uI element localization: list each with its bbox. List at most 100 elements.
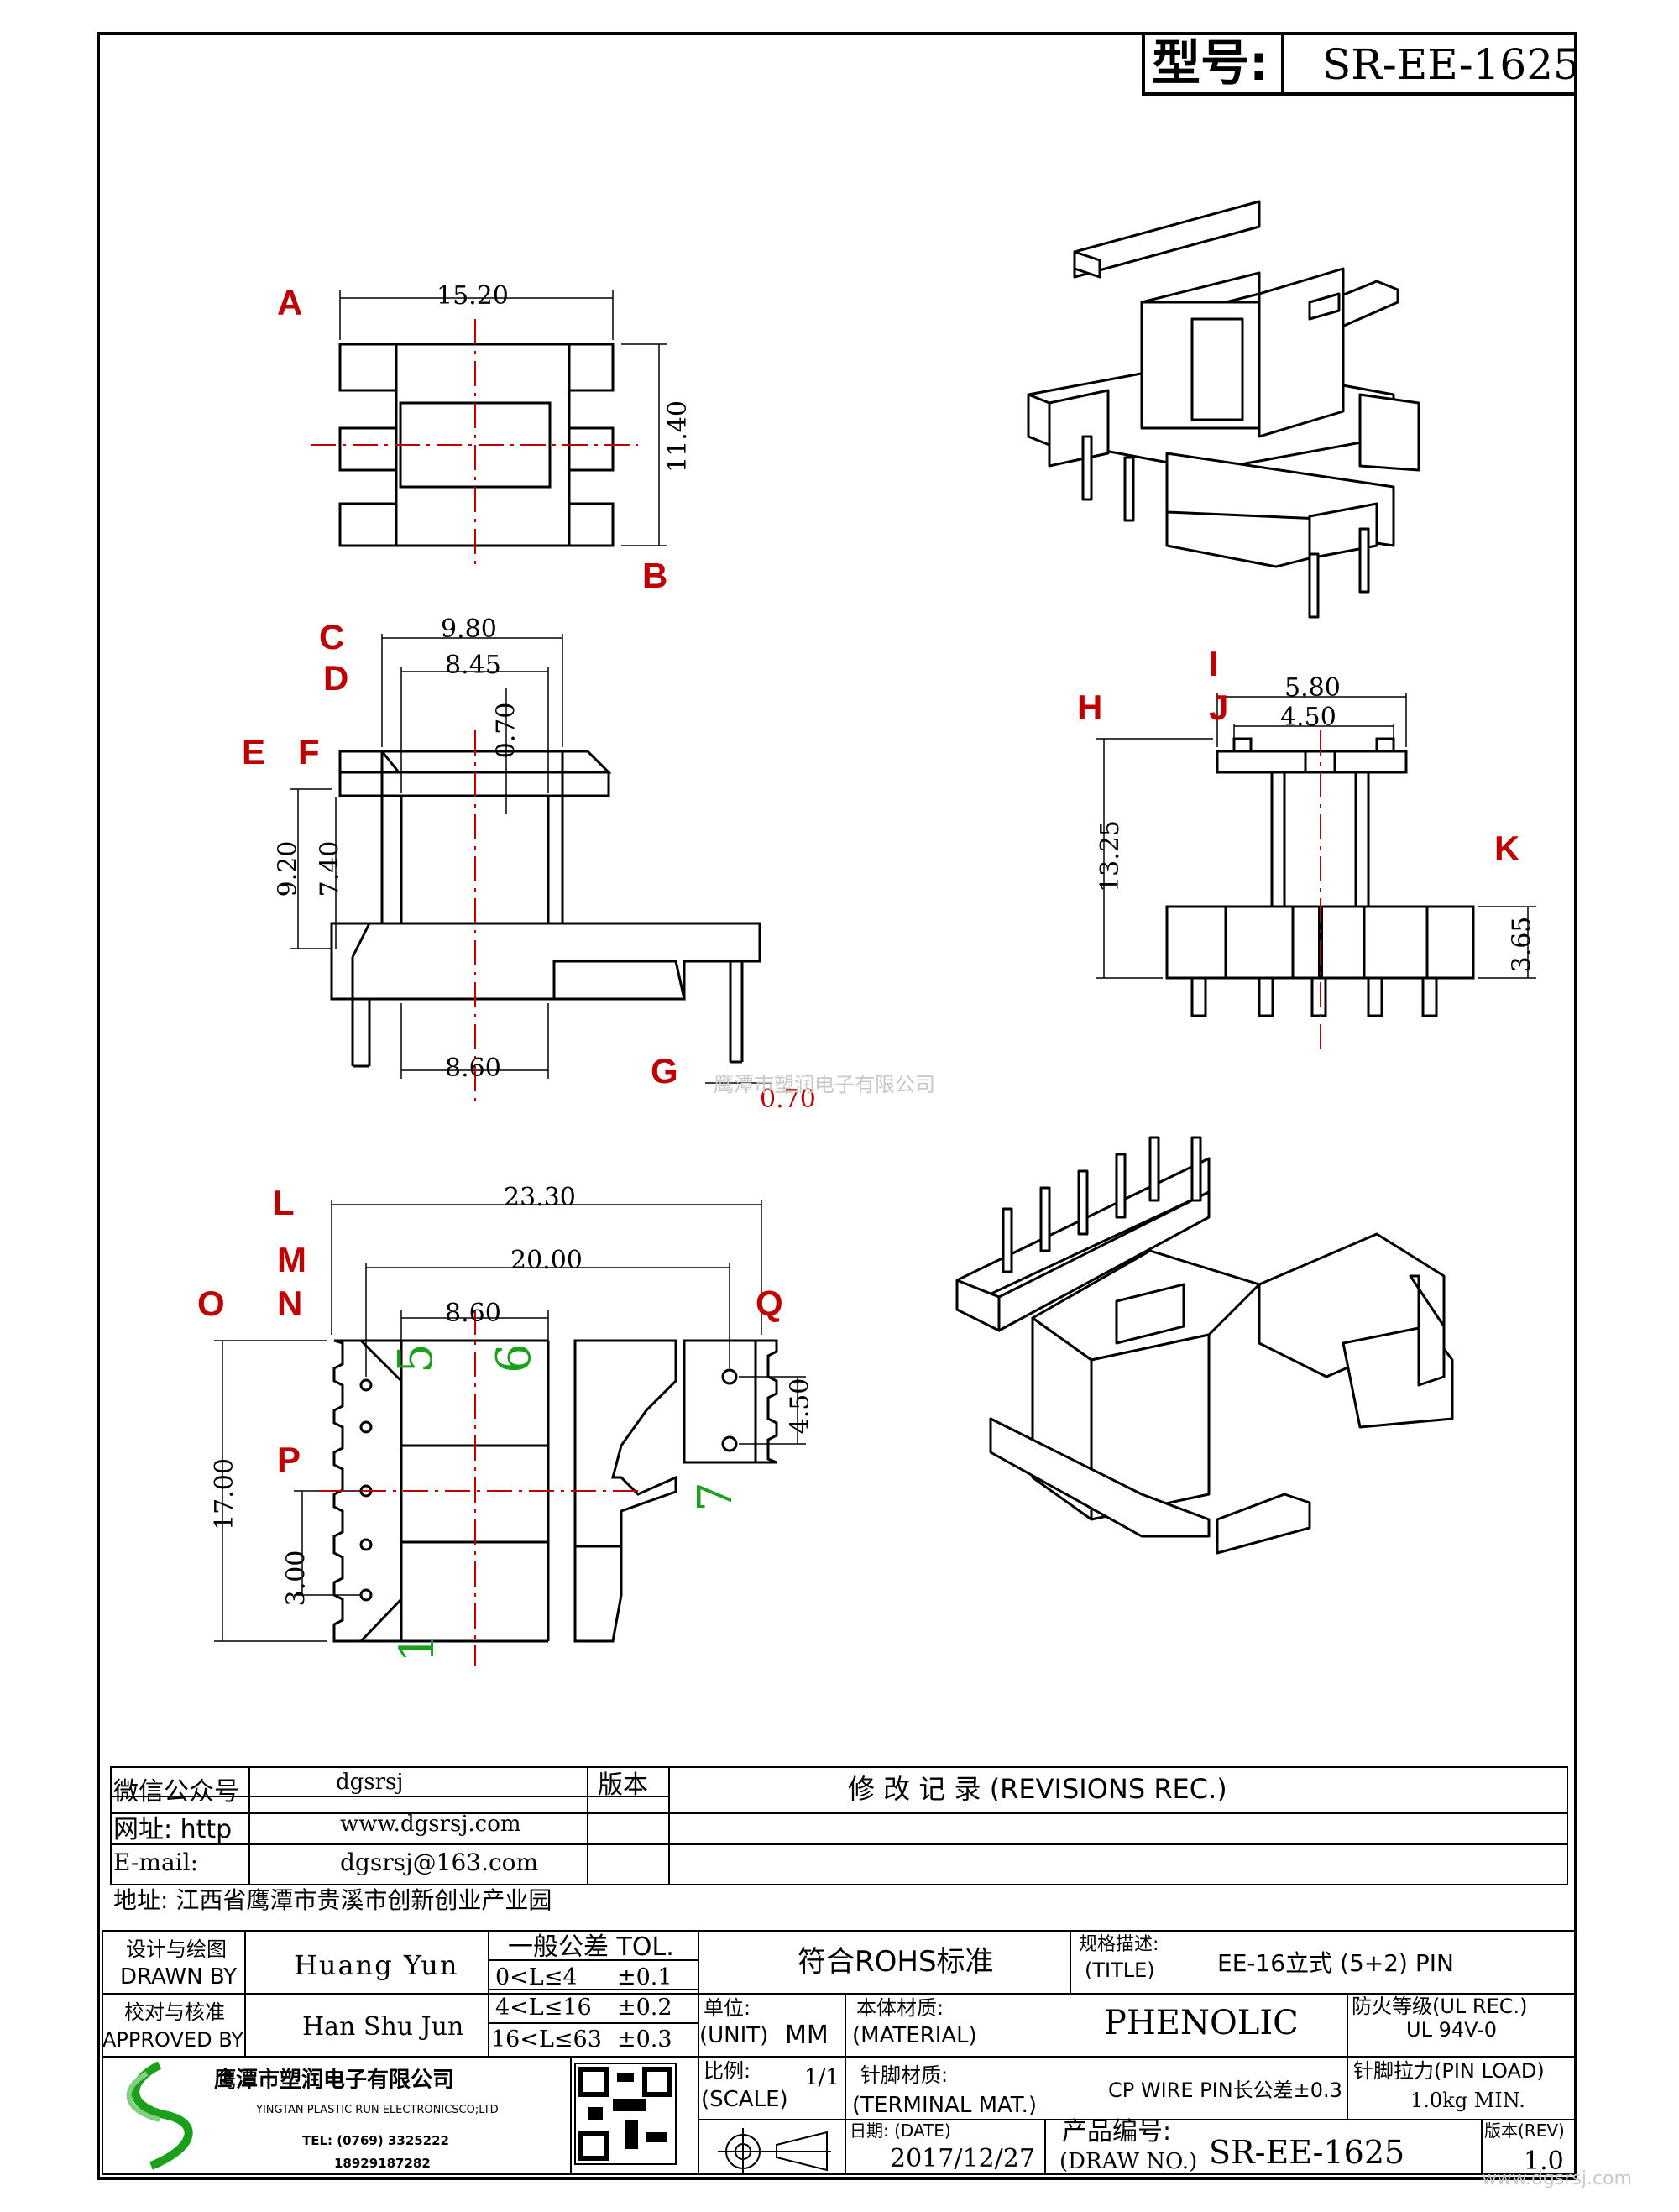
title-cn: 规格描述:	[1079, 1934, 1159, 1955]
designer-name: Huang Yun	[294, 1949, 459, 1981]
site-mark: www.dgsrsj.com	[1482, 2168, 1632, 2189]
title-value: EE-16立式 (5+2) PIN	[1217, 1949, 1454, 1977]
title-block	[102, 1930, 1577, 2175]
pinload-cn: 针脚拉力(PIN LOAD)	[1353, 2059, 1545, 2083]
pin-label-6: 6	[486, 1343, 541, 1373]
dim-bottom-2000: 20.00	[510, 1246, 583, 1275]
web-value[interactable]: www.dgsrsj.com	[340, 1812, 521, 1837]
label-n: N	[277, 1284, 303, 1323]
label-q: Q	[756, 1284, 783, 1323]
projection-symbol	[718, 2128, 831, 2174]
terminal-cn: 针脚材质:	[860, 2063, 949, 2087]
tol-value-3: ±0.3	[617, 2026, 672, 2053]
label-i: I	[1209, 644, 1219, 683]
version-label: 版本	[598, 1770, 648, 1800]
email-label: E-mail:	[113, 1849, 199, 1876]
label-l: L	[273, 1183, 295, 1222]
tol-value-1: ±0.1	[617, 1964, 672, 1990]
date-value: 2017/12/27	[890, 2144, 1035, 2173]
checker-cn: 校对与核准	[124, 2000, 225, 2024]
qr-code	[574, 2063, 677, 2165]
model-label: 型号:	[1152, 34, 1269, 92]
unit-cn: 单位:	[704, 1996, 751, 2020]
contact-table	[110, 1766, 1568, 1885]
web-label: 网址: http	[113, 1815, 233, 1844]
company-logo	[126, 2061, 193, 2170]
top-view	[311, 290, 667, 571]
dim-bottom-2330: 23.30	[504, 1183, 576, 1212]
dim-front-98: 9.80	[441, 614, 497, 644]
dim-side-365: 3.65	[1507, 916, 1537, 973]
title-en: (TITLE)	[1085, 1958, 1155, 1982]
tol-range-2: 4<L≤16	[495, 1995, 592, 2021]
dim-top-width: 15.20	[437, 281, 509, 311]
drawno-en: (DRAW NO.)	[1059, 2149, 1198, 2174]
unit-value: MM	[785, 2021, 829, 2050]
fire-cn: 防火等级(UL REC.)	[1352, 1995, 1528, 2018]
dim-bottom-1700: 17.00	[209, 1458, 239, 1530]
drawno-cn: 产品编号:	[1062, 2117, 1172, 2147]
watermark-text: 鹰潭市塑润电子有限公司	[714, 1073, 935, 1096]
company-en: YINGTAN PLASTIC RUN ELECTRONICSCO;LTD	[256, 2104, 499, 2116]
model-value: SR-EE-1625	[1322, 40, 1580, 89]
bottom-view	[214, 1200, 806, 1666]
material-en: (MATERIAL)	[852, 2023, 977, 2048]
dim-bottom-450: 4.50	[785, 1378, 815, 1435]
dim-bottom-860: 8.60	[445, 1299, 501, 1328]
dim-front-860: 8.60	[445, 1054, 501, 1083]
dim-front-920: 9.20	[273, 840, 303, 897]
dim-bottom-300: 3.00	[281, 1550, 311, 1607]
sheet-border	[97, 32, 1577, 2180]
label-p: P	[277, 1440, 301, 1479]
side-view	[1096, 693, 1536, 1049]
email-value[interactable]: dgsrsj@163.com	[340, 1849, 539, 1876]
designer-en: DRAWN BY	[120, 1964, 238, 1990]
revisions-label: 修 改 记 录 (REVISIONS REC.)	[848, 1773, 1227, 1805]
dim-front-070b: 0.70	[760, 1085, 816, 1114]
tol-value-2: ±0.2	[617, 1995, 672, 2021]
model-header-box	[1142, 32, 1577, 96]
rohs-text: 符合ROHS标准	[798, 1945, 994, 1979]
dim-front-740: 7.40	[315, 840, 345, 897]
terminal-en: (TERMINAL MAT.)	[852, 2093, 1038, 2118]
dim-front-845: 8.45	[445, 651, 501, 680]
label-k: K	[1494, 829, 1520, 868]
rev-value: 1.0	[1524, 2147, 1564, 2176]
checker-en: APPROVED BY	[102, 2028, 244, 2052]
company-tel: TEL: (0769) 3325222	[302, 2133, 449, 2148]
label-a: A	[277, 283, 303, 322]
dim-side-1325: 13.25	[1095, 820, 1125, 892]
drawno-value: SR-EE-1625	[1209, 2134, 1405, 2171]
material-value: PHENOLIC	[1104, 2004, 1299, 2042]
scale-value: 1/1	[804, 2065, 840, 2090]
dim-front-070a: 0.70	[491, 702, 521, 759]
terminal-value: CP WIRE PIN长公差±0.3	[1108, 2079, 1342, 2102]
label-m: M	[277, 1240, 306, 1279]
dim-side-450: 4.50	[1280, 703, 1336, 732]
company-cn: 鹰潭市塑润电子有限公司	[214, 2068, 455, 2093]
label-o: O	[197, 1284, 225, 1323]
iso-view-top	[1027, 200, 1420, 619]
unit-en: (UNIT)	[699, 2023, 769, 2048]
fire-value: UL 94V-0	[1406, 2018, 1498, 2042]
date-label: 日期: (DATE)	[850, 2120, 951, 2141]
dim-top-height: 11.40	[662, 400, 693, 473]
rev-label: 版本(REV)	[1484, 2120, 1565, 2141]
pin-label-1: 1	[390, 1633, 445, 1663]
wechat-value: dgsrsj	[336, 1770, 404, 1795]
label-g: G	[651, 1051, 678, 1090]
pinload-value: 1.0kg MIN.	[1410, 2089, 1525, 2112]
iso-view-bottom	[955, 1136, 1454, 1555]
scale-en: (SCALE)	[701, 2087, 788, 2112]
tol-range-3: 16<L≤63	[491, 2026, 602, 2053]
label-f: F	[298, 732, 320, 771]
company-mobile: 18929187282	[334, 2156, 431, 2171]
label-e: E	[242, 732, 266, 771]
designer-cn: 设计与绘图	[126, 1937, 227, 1961]
material-cn: 本体材质:	[856, 1996, 944, 2020]
label-h: H	[1077, 688, 1103, 727]
label-b: B	[642, 556, 668, 595]
label-j: J	[1209, 688, 1229, 727]
dim-side-580: 5.80	[1284, 673, 1341, 703]
